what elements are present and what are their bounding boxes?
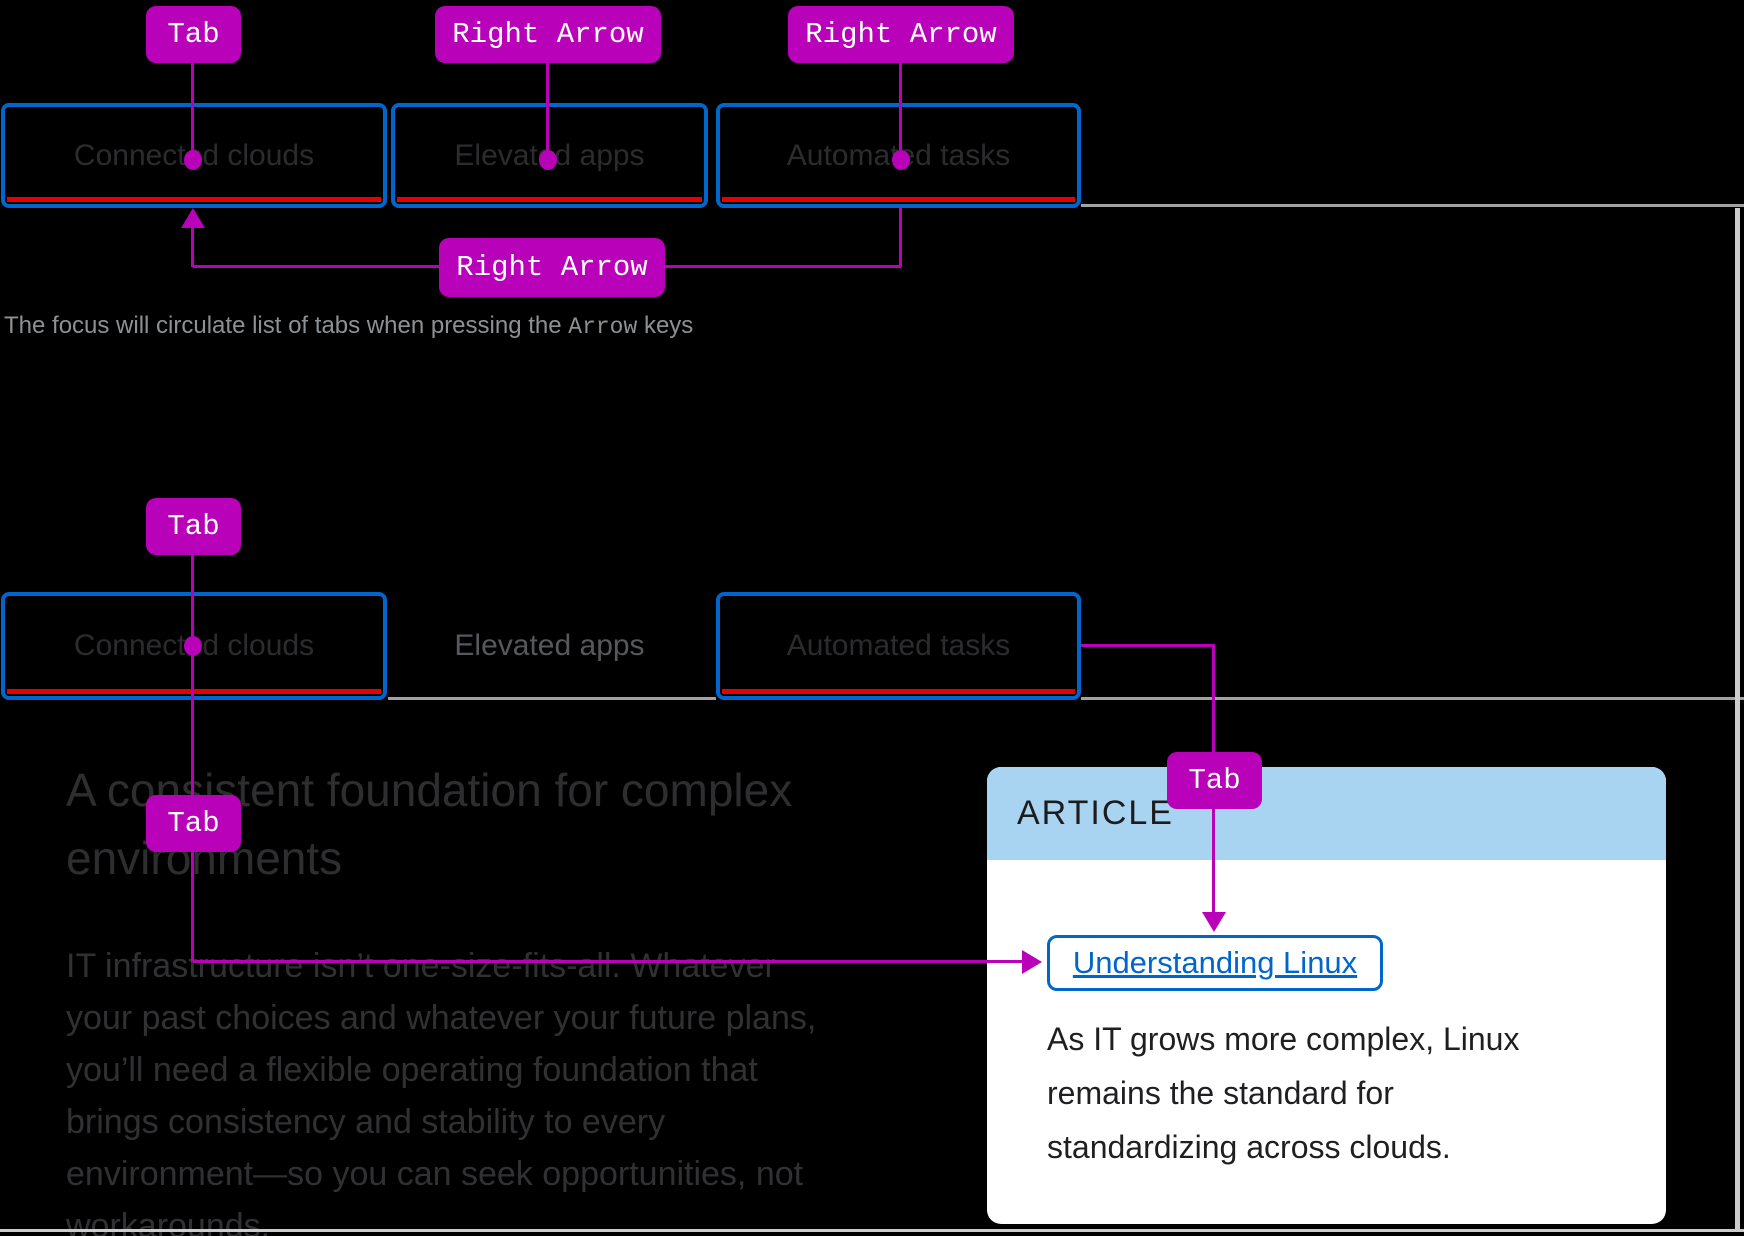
connector-line	[899, 63, 902, 160]
key-label-right-arrow: Right Arrow	[435, 6, 661, 63]
active-tab-underline	[7, 197, 381, 202]
tab-label: Elevated apps	[454, 629, 645, 662]
article-eyebrow: ARTICLE	[1017, 794, 1174, 832]
tab-label: Automated tasks	[786, 629, 1011, 662]
arrowhead-up-icon	[181, 208, 205, 228]
active-tab-underline	[722, 689, 1075, 694]
tab-strip-line	[1081, 697, 1744, 700]
page-paragraph-line: your past choices and whatever your futu…	[66, 999, 817, 1037]
tab-route-line-horizontal	[1081, 644, 1214, 647]
key-label-text: Tab	[167, 18, 220, 51]
article-body-line: remains the standard for	[1047, 1075, 1394, 1111]
arrowhead-down-icon	[1202, 912, 1226, 932]
key-label-tab: Tab	[146, 6, 241, 63]
caption-text: The focus will circulate list of tabs wh…	[4, 312, 569, 339]
key-label-tab: Tab	[146, 795, 241, 852]
article-card-header: ARTICLE	[987, 767, 1666, 860]
key-label-right-arrow: Right Arrow	[788, 6, 1014, 63]
active-tab-underline	[397, 197, 702, 202]
page-paragraph-line: you’ll need a flexible operating foundat…	[66, 1051, 758, 1089]
connector-line	[546, 63, 549, 160]
connector-line	[191, 63, 194, 160]
caption-text: keys	[637, 312, 694, 339]
circulate-line-down	[899, 208, 902, 267]
caption-mono-keyword: Arrow	[568, 314, 638, 340]
tab-route-line-horizontal	[193, 960, 1024, 963]
page-paragraph: IT infrastructure isn’t one-size-fits-al…	[66, 940, 816, 1236]
page-frame-right-line	[1735, 208, 1740, 1232]
connector-line	[191, 555, 194, 646]
article-card: ARTICLE Understanding Linux As IT grows …	[987, 767, 1666, 1224]
key-label-text: Tab	[167, 807, 220, 840]
focus-dot	[539, 150, 557, 170]
tab-strip-line	[388, 697, 716, 700]
active-tab-underline	[7, 689, 381, 694]
key-label-tab: Tab	[1167, 752, 1262, 809]
page-paragraph-line: environment—so you can seek opportunitie…	[66, 1155, 804, 1193]
tab-elevated-apps[interactable]: Elevated apps	[391, 592, 708, 700]
page-paragraph-line: IT infrastructure isn’t one-size-fits-al…	[66, 947, 776, 985]
arrowhead-right-icon	[1022, 950, 1042, 974]
active-tab-underline	[722, 197, 1075, 202]
key-label-tab: Tab	[146, 498, 241, 555]
link-focus-ring: Understanding Linux	[1047, 935, 1383, 991]
article-card-body: As IT grows more complex, Linux remains …	[1047, 1012, 1519, 1174]
key-label-text: Tab	[1188, 764, 1241, 797]
page-heading: A consistent foundation for complex envi…	[66, 756, 792, 892]
key-label-text: Tab	[167, 510, 220, 543]
article-body-line: standardizing across clouds.	[1047, 1129, 1451, 1165]
key-label-right-arrow: Right Arrow	[439, 238, 665, 297]
tab-strip-line	[1081, 204, 1744, 207]
article-body-line: As IT grows more complex, Linux	[1047, 1021, 1520, 1057]
key-label-text: Right Arrow	[452, 18, 644, 51]
diagram-caption: The focus will circulate list of tabs wh…	[4, 312, 693, 340]
understanding-linux-link[interactable]: Understanding Linux	[1072, 945, 1358, 980]
page-frame-bottom-line	[0, 1229, 1744, 1232]
circulate-line-up	[191, 228, 194, 267]
key-label-text: Right Arrow	[805, 18, 997, 51]
page-paragraph-line: brings consistency and stability to ever…	[66, 1103, 666, 1141]
focus-dot	[184, 636, 202, 656]
key-label-text: Right Arrow	[456, 251, 648, 284]
focus-dot	[184, 150, 202, 170]
tab-automated-tasks[interactable]: Automated tasks	[716, 592, 1081, 700]
focus-dot	[892, 150, 910, 170]
